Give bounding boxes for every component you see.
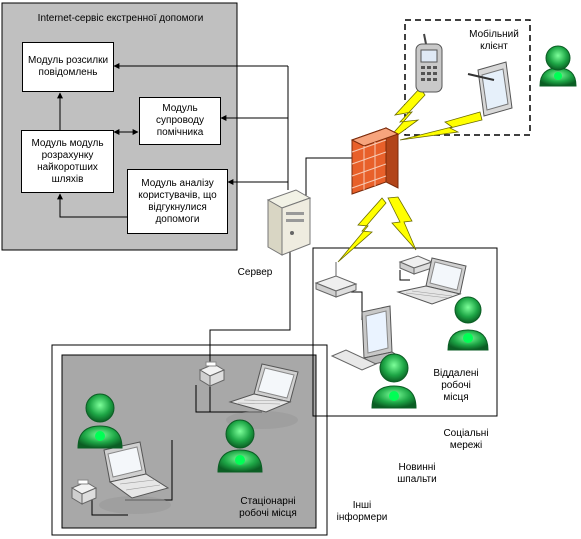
bolt-tablet xyxy=(399,111,483,141)
social-networks-label: Соціальні мережі xyxy=(443,428,489,451)
printer-1-icon xyxy=(198,361,226,387)
modem-icon xyxy=(398,255,434,275)
module-mailing: Модуль розсилки повідомлень xyxy=(22,42,114,92)
tablet-icon xyxy=(467,61,513,117)
bolt-laptop xyxy=(387,196,417,251)
other-informers-label: Інші інформери xyxy=(336,500,388,523)
user-mobile-icon xyxy=(539,45,577,87)
module-routing: Модуль модуль розрахунку найкоротших шля… xyxy=(21,130,114,193)
internet-service-title: Internet-сервіс екстренної допомоги xyxy=(37,13,204,24)
stationary-laptop-2-icon xyxy=(99,441,171,514)
router-icon xyxy=(314,262,358,298)
user-remote-1-icon xyxy=(447,296,489,351)
news-feeds-label: Новинні шпальти xyxy=(397,462,437,485)
module-analysis: Модуль аналізу користувачів, що відгукну… xyxy=(127,169,228,234)
bolt-router xyxy=(337,197,387,263)
mobile-client-dashed-box xyxy=(404,19,531,136)
printer-2-icon xyxy=(70,479,98,505)
remote-workplaces-label: Віддалені робочі місця xyxy=(433,368,479,403)
user-stationary-2-icon xyxy=(217,419,263,473)
phone-icon xyxy=(415,33,443,93)
link-stationary-printer xyxy=(195,385,234,413)
module-escort: Модуль супроводу помічника xyxy=(139,97,221,145)
remote-desktop-icon xyxy=(330,305,404,371)
server-icon xyxy=(266,189,312,256)
firewall-icon xyxy=(350,127,400,195)
mobile-client-label: Мобільний клієнт xyxy=(469,29,519,52)
remote-workplaces-box xyxy=(312,247,498,417)
link-router-laptop xyxy=(399,270,410,281)
arrow-analysis-to-routing xyxy=(57,193,127,218)
server-label: Сервер xyxy=(237,267,273,278)
remote-laptop-icon xyxy=(396,257,467,305)
user-remote-2-icon xyxy=(371,353,417,409)
user-stationary-1-icon xyxy=(77,393,123,449)
stationary-workplaces-label: Стаціонарні робочі місця xyxy=(239,496,297,519)
link-server-firewall xyxy=(305,157,357,205)
service-arrows xyxy=(57,63,289,218)
